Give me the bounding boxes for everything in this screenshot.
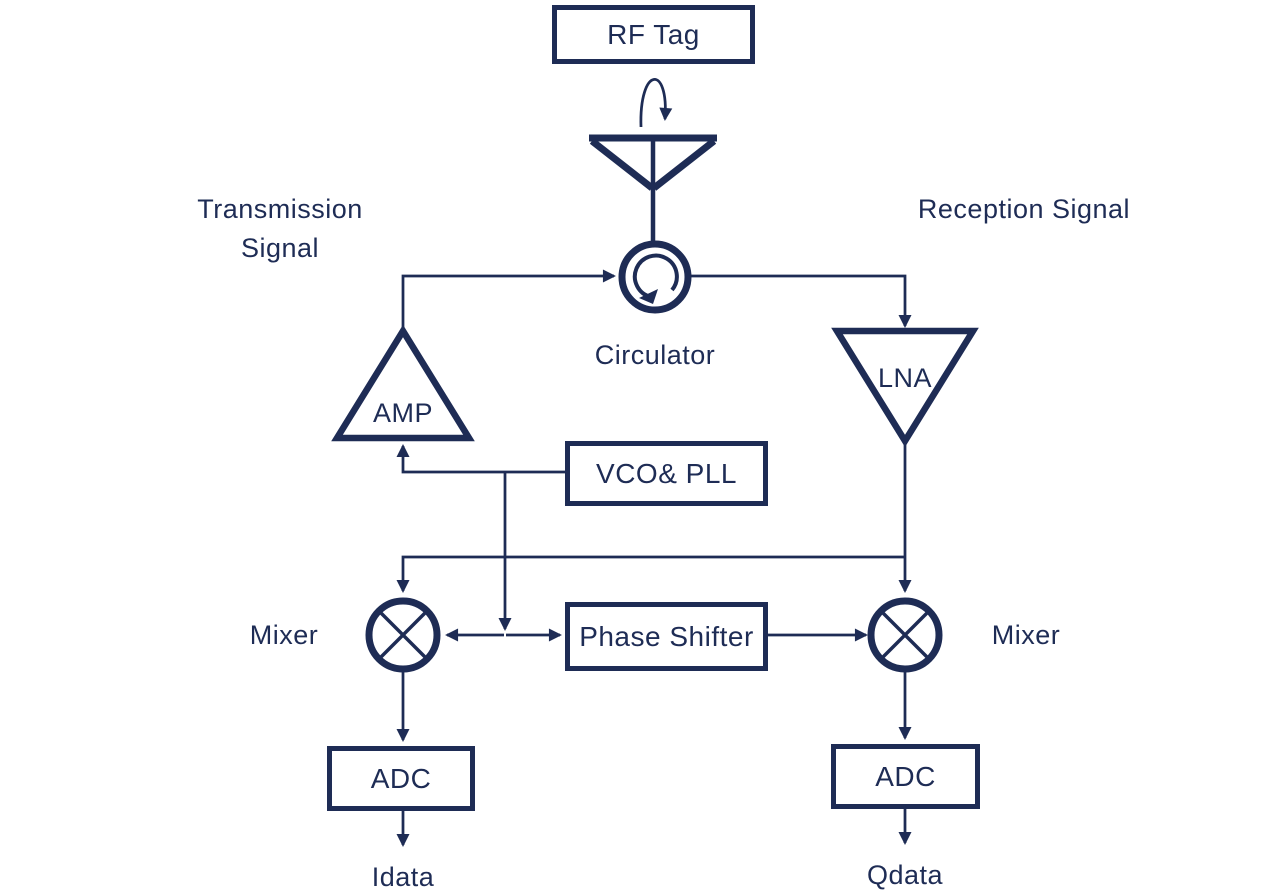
mixer-left-icon	[365, 597, 441, 673]
lna-label: LNA	[877, 363, 933, 393]
tx-line	[401, 269, 616, 334]
rf-tag-label: RF Tag	[607, 18, 700, 50]
mixer-right-label: Mixer	[991, 620, 1061, 650]
idata-label: Idata	[371, 862, 435, 892]
lo-to-amp-line	[396, 444, 565, 474]
lna-triangle-icon	[831, 327, 979, 448]
adc-right-box: ADC	[831, 744, 980, 809]
rx-line	[691, 274, 912, 328]
mixer-right-icon	[867, 597, 943, 673]
adc-left-box: ADC	[327, 746, 475, 811]
backscatter-arc-arrow-icon	[639, 78, 673, 128]
qdata-label: Qdata	[866, 860, 944, 890]
mixer-left-label: Mixer	[249, 620, 319, 650]
adc-left-label: ADC	[370, 762, 432, 794]
amp-label: AMP	[372, 398, 433, 428]
phase-shifter-box: Phase Shifter	[565, 602, 768, 671]
circulator-label: Circulator	[594, 340, 716, 370]
adc-right-label: ADC	[875, 760, 936, 792]
vco-pll-label: VCO& PLL	[596, 457, 737, 489]
vco-pll-box: VCO& PLL	[565, 441, 768, 506]
antenna-icon	[589, 134, 717, 244]
circulator-rotation-icon	[618, 240, 692, 314]
rx-split-line	[396, 555, 905, 593]
rf-tag-box: RF Tag	[552, 5, 755, 64]
reception-signal-label: Reception Signal	[917, 194, 1131, 224]
transmission-signal-label: Transmission Signal	[197, 194, 363, 263]
amplifier-triangle-icon	[331, 324, 475, 442]
phase-shifter-label: Phase Shifter	[579, 620, 754, 652]
